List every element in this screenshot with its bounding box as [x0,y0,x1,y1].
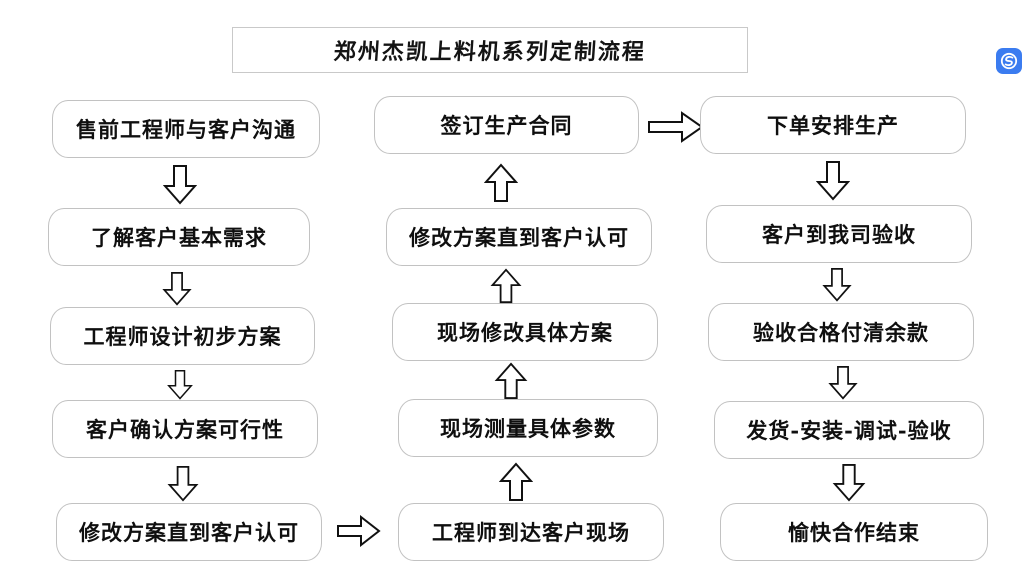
node-col2-step4[interactable]: 现场测量具体参数 [398,399,658,457]
node-label: 工程师到达客户现场 [432,519,630,545]
node-label: 修改方案直到客户认可 [409,224,629,250]
node-col1-step5[interactable]: 修改方案直到客户认可 [56,503,322,561]
node-label: 工程师设计初步方案 [83,323,282,349]
node-col1-step1[interactable]: 售前工程师与客户沟通 [52,100,320,158]
node-label: 客户到我司验收 [762,221,916,247]
arrow-col3-step1-to-step2 [816,160,850,202]
arrow-col1-step2-to-step3 [160,272,194,306]
node-label: 售前工程师与客户沟通 [76,116,296,142]
node-col3-step5[interactable]: 愉快合作结束 [720,503,988,561]
node-label: 现场修改具体方案 [437,319,613,345]
chart-title-box: 郑州杰凯上料机系列定制流程 [232,27,748,73]
node-col3-step2[interactable]: 客户到我司验收 [706,205,972,263]
node-label: 了解客户基本需求 [91,224,267,250]
arrow-col3-step4-to-step5 [832,464,866,502]
arrow-col2-to-col3 [648,111,704,143]
node-col2-step1[interactable]: 签订生产合同 [374,96,639,154]
arrow-col3-step2-to-step3 [820,268,854,302]
arrow-col1-step3-to-step4 [163,370,197,400]
node-col1-step3[interactable]: 工程师设计初步方案 [50,307,315,365]
node-label: 发货-安装-调试-验收 [746,417,952,443]
node-col3-step1[interactable]: 下单安排生产 [700,96,966,154]
node-col3-step3[interactable]: 验收合格付清余款 [708,303,974,361]
node-label: 现场测量具体参数 [440,415,616,441]
node-col1-step4[interactable]: 客户确认方案可行性 [52,400,318,458]
node-label: 下单安排生产 [767,112,899,138]
arrow-col1-step1-to-step2 [163,165,197,205]
node-label: 修改方案直到客户认可 [79,519,299,545]
arrow-col1-step4-to-step5 [166,466,200,502]
arrow-col2-step4-to-step3 [494,362,528,400]
node-label: 愉快合作结束 [788,519,920,545]
arrow-col1-to-col2 [337,515,381,547]
node-col2-step2[interactable]: 修改方案直到客户认可 [386,208,652,266]
node-col2-step5[interactable]: 工程师到达客户现场 [398,503,664,561]
node-col1-step2[interactable]: 了解客户基本需求 [48,208,310,266]
arrow-col2-step2-to-step1 [484,160,518,206]
arrow-col2-step3-to-step2 [489,268,523,304]
node-col3-step4[interactable]: 发货-安装-调试-验收 [714,401,984,459]
node-label: 客户确认方案可行性 [86,416,284,442]
sogou-logo-icon[interactable] [996,48,1022,74]
node-label: 签订生产合同 [440,112,573,138]
node-col2-step3[interactable]: 现场修改具体方案 [392,303,658,361]
node-label: 验收合格付清余款 [753,319,929,345]
chart-title: 郑州杰凯上料机系列定制流程 [332,39,647,65]
arrow-col3-step3-to-step4 [826,366,860,400]
arrow-col2-step5-to-step4 [499,462,533,502]
